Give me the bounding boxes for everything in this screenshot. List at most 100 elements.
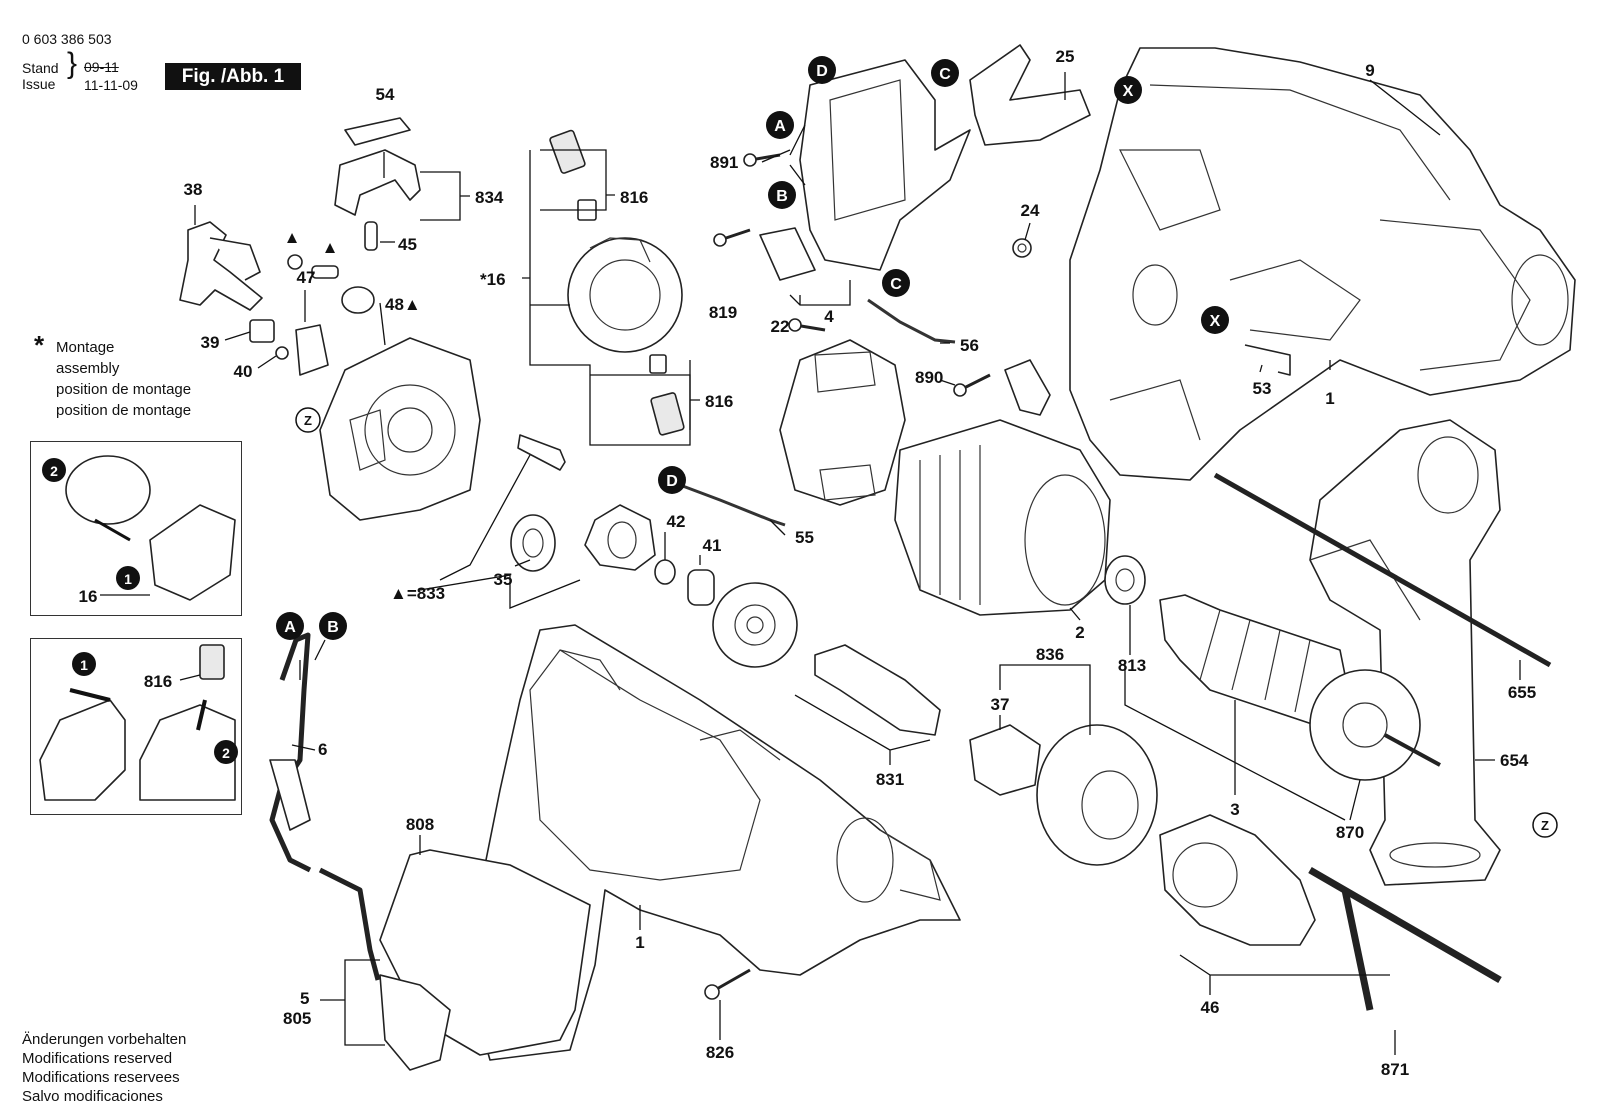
field-stator-2 (894, 419, 1111, 616)
montage-line: position de montage (56, 402, 192, 419)
label-39: 39 (201, 333, 220, 352)
svg-text:A: A (774, 118, 786, 135)
brush-holder-ring-16 (567, 237, 683, 353)
inset-label-16: 16 (79, 587, 98, 606)
label-805: 805 (283, 1009, 311, 1028)
cable-clamp-890 (1004, 359, 1051, 416)
label-54: 54 (376, 85, 395, 104)
label-833: ▲=833 (390, 584, 445, 603)
svg-text:B: B (776, 188, 788, 205)
label-1: 1 (1325, 389, 1334, 408)
step-2: 2 (214, 740, 238, 764)
callout-markers: D C A B C D X X Z Z A B 1 2 1 2 (42, 56, 1558, 838)
label-41: 41 (703, 536, 722, 555)
label-654: 654 (1500, 751, 1529, 770)
brace-glyph: } (67, 47, 78, 80)
svg-text:D: D (666, 473, 678, 490)
label-37: 37 (991, 695, 1010, 714)
svg-text:Z: Z (304, 413, 312, 428)
needle-bearing-35 (510, 514, 556, 572)
note-line: Modifications reservees (22, 1069, 180, 1086)
housing-half-9 (1069, 47, 1576, 481)
label-816: 816 (705, 392, 733, 411)
washer-42 (654, 559, 676, 585)
label-2: 2 (1075, 623, 1084, 642)
callout-B: B (768, 181, 796, 209)
drill-spindle-831 (814, 644, 941, 736)
step-2: 2 (42, 458, 66, 482)
triangle-marker: ▲ (284, 228, 301, 247)
ball-bearing-813 (1104, 555, 1146, 605)
callout-D: D (808, 56, 836, 84)
inset-label-816: 816 (144, 672, 172, 691)
label-47: 47 (297, 268, 316, 287)
stand-label: Stand (22, 60, 59, 76)
bearing-sleeve-37 (969, 724, 1041, 796)
label-22: 22 (771, 317, 790, 336)
ring-40 (275, 346, 289, 360)
wire-56 (867, 298, 956, 344)
svg-text:1: 1 (80, 657, 88, 673)
svg-text:X: X (1210, 313, 1221, 330)
label-890: 890 (915, 368, 943, 387)
inset-brush-replacement (30, 638, 242, 815)
label-16: *16 (480, 270, 506, 289)
screw-826 (704, 968, 751, 1000)
label-38: 38 (184, 180, 203, 199)
plate-39 (249, 319, 275, 343)
label-40: 40 (234, 362, 253, 381)
callout-Z: Z (1532, 812, 1558, 838)
switch-lever-38 (179, 221, 263, 311)
motor-housing-1 (469, 624, 961, 1061)
callout-A: A (276, 612, 304, 640)
figure-label: Fig. /Abb. 1 (165, 63, 301, 90)
montage-line: Montage (56, 339, 115, 356)
svg-text:C: C (939, 66, 951, 83)
washer-24 (1012, 238, 1032, 258)
label-45: 45 (398, 235, 417, 254)
label-46: 46 (1201, 998, 1220, 1017)
label-9: 9 (1365, 61, 1374, 80)
label-55: 55 (795, 528, 814, 547)
label-4: 4 (824, 307, 834, 326)
label-25: 25 (1056, 47, 1075, 66)
part-number-labels: 54 834 45 38 47 48▲ 39 40 ▲ ▲ 816 *16 81… (79, 47, 1537, 1079)
assembly-star: * (34, 330, 45, 360)
callout-X: X (1114, 76, 1142, 104)
armature-3 (1159, 594, 1441, 781)
svg-text:2: 2 (50, 463, 58, 479)
drill-chuck-46 (1159, 814, 1316, 946)
screw-22 (788, 318, 826, 332)
svg-text:X: X (1123, 83, 1134, 100)
clip-53 (1244, 344, 1291, 376)
label-871: 871 (1381, 1060, 1409, 1079)
svg-text:A: A (284, 619, 296, 636)
screw-bolt (517, 434, 566, 471)
label-834: 834 (475, 188, 504, 207)
label-5: 5 (300, 989, 309, 1008)
label-826: 826 (706, 1043, 734, 1062)
label-808: 808 (406, 815, 434, 834)
svg-text:D: D (816, 63, 828, 80)
svg-text:B: B (327, 619, 339, 636)
callout-B: B (319, 612, 347, 640)
label-831: 831 (876, 770, 904, 789)
label-24: 24 (1021, 201, 1040, 220)
spring-41 (687, 569, 715, 606)
label-35: 35 (494, 570, 513, 589)
label-42: 42 (667, 512, 686, 531)
sleeve-48 (341, 286, 375, 314)
screw-890 (953, 373, 991, 397)
spring-45 (364, 221, 378, 251)
note-line: Änderungen vorbehalten (22, 1031, 187, 1048)
leader-lines (100, 72, 1521, 1055)
triangle-marker: ▲ (322, 238, 339, 257)
screw-819 (713, 228, 751, 247)
old-date: 09-11 (84, 59, 119, 75)
label-48: 48▲ (385, 295, 421, 314)
inset-brush-holder-assembly (30, 441, 242, 616)
callout-X: X (1201, 306, 1229, 334)
wire-55 (679, 483, 786, 527)
carbon-brush-816-top (549, 129, 597, 221)
